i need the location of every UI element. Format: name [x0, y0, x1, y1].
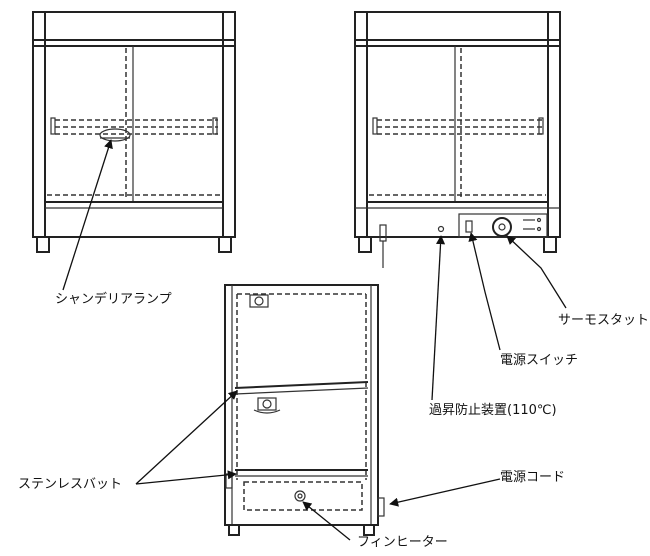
power-switch-icon [465, 220, 473, 233]
power-switch-label: 電源スイッチ [500, 353, 579, 368]
cabinet-control-view [354, 11, 561, 268]
fin-heater-label: フィンヒーター [357, 535, 448, 550]
side-power-cord-icon [377, 497, 385, 517]
chandelier-lamp-label: シャンデリアランプ [55, 292, 172, 307]
control-panel [458, 213, 548, 238]
power-cord-plug-icon [379, 224, 387, 268]
lower-stainless-tray [235, 469, 368, 477]
chandelier-lamp-icon [99, 128, 131, 142]
overheat-protector-icon [437, 225, 445, 233]
power-cord-label: 電源コード [500, 470, 566, 485]
cabinet-front-view [32, 11, 236, 253]
thermostat-label: サーモスタット [558, 313, 650, 328]
thermostat-dial-icon [492, 217, 512, 237]
lamp-socket-icon [249, 294, 269, 308]
stainless-tray-label: ステンレスバット [18, 477, 123, 492]
fin-heater-icon [294, 490, 306, 502]
cabinet-inside-view [224, 284, 385, 536]
upper-stainless-tray [234, 381, 369, 395]
overheat-protector-label: 過昇防止装置(110℃) [429, 403, 557, 418]
leader-lines [62, 139, 567, 541]
middle-lamp-icon [253, 397, 281, 414]
